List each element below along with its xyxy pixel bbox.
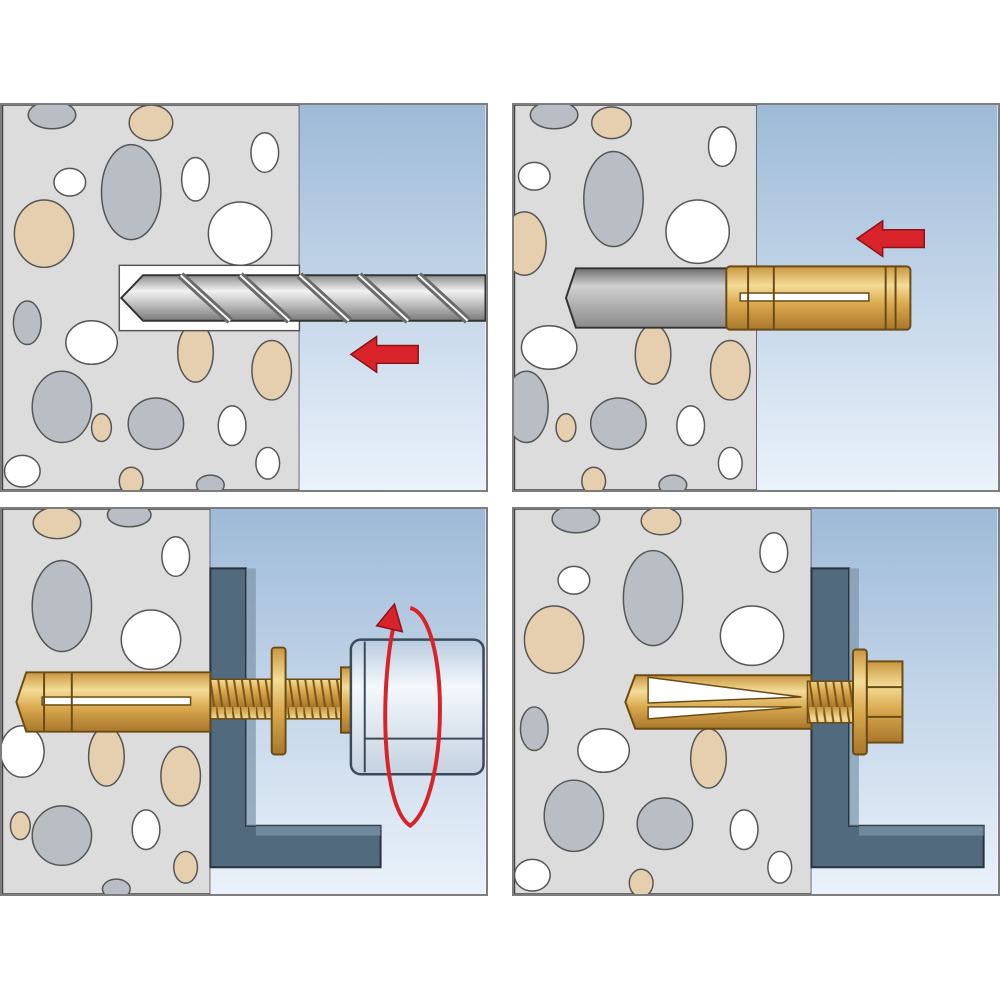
aggregate-stones (514, 105, 751, 490)
rotation-arrow-icon (375, 602, 442, 829)
step-2-insert-panel (512, 103, 1000, 492)
threaded-bolt (806, 680, 854, 724)
setting-tool (349, 638, 485, 776)
step-1-drill-panel (0, 103, 488, 492)
aggregate-stones (514, 509, 793, 894)
aggregate-stones (3, 105, 293, 490)
step-1-illustration (2, 105, 486, 490)
brass-anchor-sleeve (725, 265, 912, 331)
washer (852, 648, 868, 756)
hex-bolt-head (865, 660, 904, 744)
washer (270, 646, 287, 756)
step-4-tighten-panel (512, 507, 1000, 896)
brass-anchor-sleeve (624, 674, 813, 730)
step-4-illustration (514, 509, 998, 894)
step-2-illustration (514, 105, 998, 490)
step-3-illustration (2, 509, 486, 894)
aggregate-stones (2, 509, 202, 894)
brass-anchor-sleeve (15, 671, 212, 733)
left-arrow-icon (855, 219, 925, 258)
drill-bit (119, 272, 486, 324)
step-3-set-panel (0, 507, 488, 896)
left-arrow-icon (349, 335, 419, 374)
